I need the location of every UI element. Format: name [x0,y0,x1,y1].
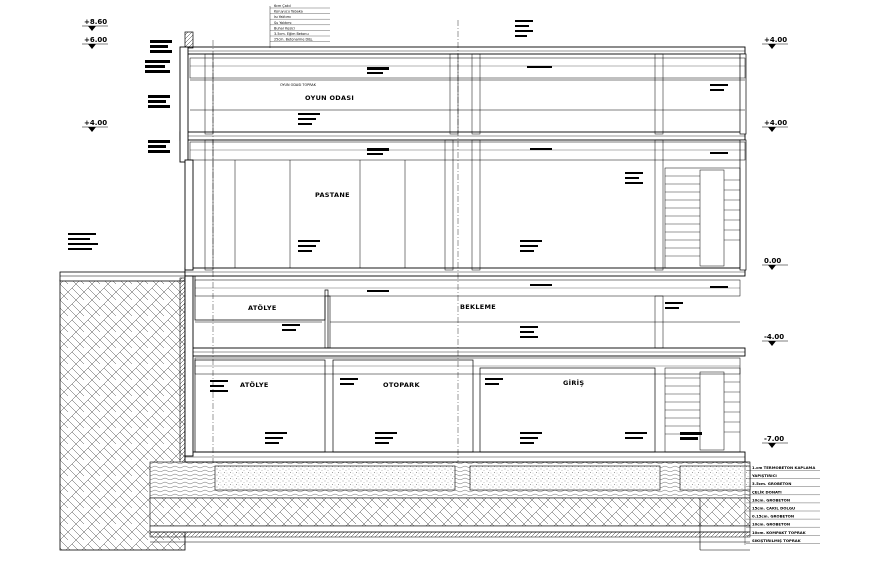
floor-note: YAPIŞTIRICI [751,473,777,478]
floor-note: 0.15cm. GROBETON [752,514,794,519]
foundation-layers [149,461,751,551]
roof-note: 6cm Çakıl [274,4,291,8]
building-outline [179,20,747,463]
level-left-label: +4.00 [84,119,107,127]
level-right-label: +4.00 [764,36,787,44]
level-left-marker: +4.00 [82,119,108,132]
roof-note: 3-5cm. Eğim Betonu [274,32,309,36]
level-left-label: +6.00 [84,36,107,44]
floor-notes: 1.cm TERMOBETON KAPLAMA YAPIŞTIRICI 3.5cm.… [746,465,820,544]
roof-note: 25cm. Betonarme Döş. [274,38,313,42]
annotation-blocks [68,20,728,444]
floor-note: SIKIŞTIRILMIŞ TOPRAK [752,538,802,543]
level-right-marker: -4.00 [762,333,788,346]
leader-lines [269,6,750,545]
roof-note: Isı Yalıtımı [274,15,291,19]
stair-treads [665,175,740,435]
roof-note: Su Yalıtımı [274,21,292,25]
floor-note: 10cm. GROBETON [752,522,790,527]
floor-note: 10cm. GROBETON [752,497,790,502]
floor-note: 3.5cm. GROBETON [752,481,791,486]
floor-note: ÇELİK DONATI [752,489,782,494]
level-left-label: +8.60 [84,18,107,26]
level-right-label: -7.00 [764,435,784,443]
room-label-bekleme: BEKLEME [460,303,496,311]
level-right-label: +4.00 [764,119,787,127]
floor-note: 15cm. ÇAKIL DOLGU [752,506,795,511]
room-label-giris: GİRİŞ [563,378,584,387]
room-label-pastane: PASTANE [315,191,350,199]
room-label-oyun-odasi: OYUN ODASI [305,94,354,102]
level-left-marker: +6.00 [82,36,108,49]
level-right-label: -4.00 [764,333,784,341]
room-label-atolye-upper: ATÖLYE [248,303,277,312]
roof-note: Koruyucu Tabaka [274,10,303,14]
level-right-marker: +4.00 [762,119,788,132]
upper-note: OYUN ODASI TOPRAK [280,83,317,87]
room-label-otopark: OTOPARK [383,381,420,389]
level-right-marker: 0.00 [762,257,788,270]
levels-left: +8.60 +6.00 +4.00 [82,18,108,132]
floor-note: 10cm. KOMPAKT TOPRAK [752,530,807,535]
roof-note: Buhar Kesici [274,26,295,30]
floor-note: 1.cm TERMOBETON KAPLAMA [752,465,815,470]
level-right-marker: +4.00 [762,36,788,49]
level-right-label: 0.00 [764,257,781,265]
level-right-marker: -7.00 [762,435,788,448]
level-left-marker: +8.60 [82,18,108,31]
room-label-atolye-lower: ATÖLYE [240,380,269,389]
levels-right: +4.00 +4.00 0.00 -4.00 -7.00 [762,36,788,448]
